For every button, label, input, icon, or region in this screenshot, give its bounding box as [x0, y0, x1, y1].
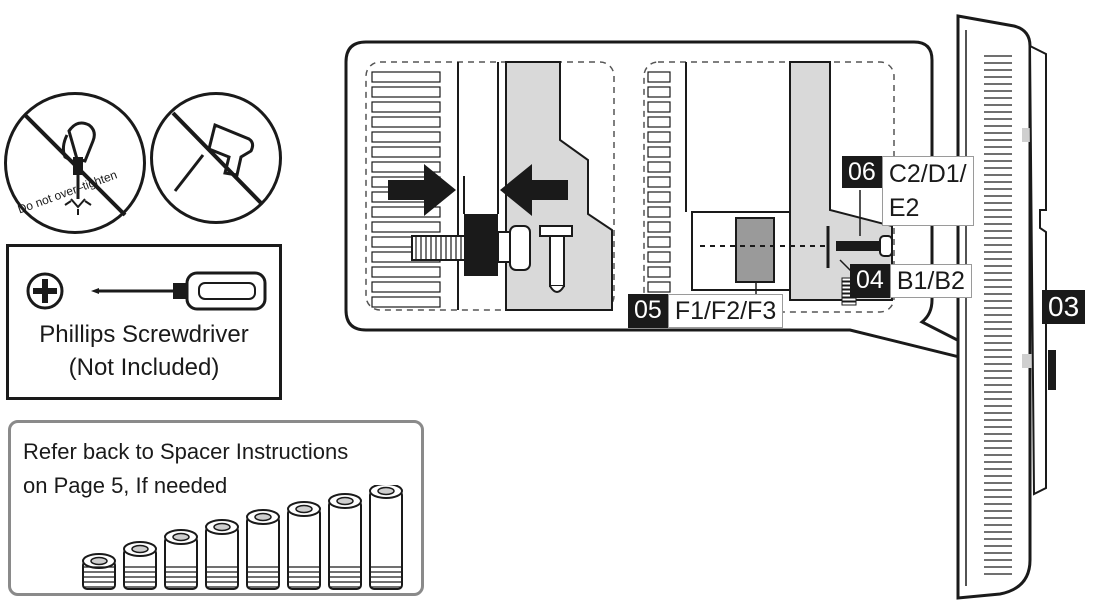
long-screw [836, 241, 882, 251]
spacer-text-line1: Refer back to Spacer Instructions [23, 439, 349, 464]
tool-requirement-box: Phillips Screwdriver (Not Included) [6, 244, 282, 400]
spacer-item [164, 529, 198, 590]
spacer-item [205, 519, 239, 590]
part-tag-06-line2: E2 [888, 194, 920, 222]
tool-note: (Not Included) [68, 354, 220, 381]
wall-bracket [1028, 44, 1047, 496]
hand-screwdriver-icon [23, 113, 127, 217]
part-tag-03: 03 [1042, 290, 1086, 324]
tool-name: Phillips Screwdriver [39, 321, 249, 348]
spacer-item [287, 501, 321, 590]
power-drill-crossed-icon [171, 111, 263, 205]
spacer-reference-box: Refer back to Spacer Instructions on Pag… [8, 420, 424, 596]
part-tag-04: 04 B1/B2 [850, 264, 972, 298]
spacer-block [735, 217, 775, 283]
spacer-item [246, 509, 280, 590]
spacer-instructions: Refer back to Spacer Instructions on Pag… [23, 435, 423, 503]
part-tag-06-line1: C2/D1/ [888, 160, 967, 188]
phillips-screwdriver-icon [26, 271, 267, 311]
part-tag-06: 06 C2/D1/ E2 [842, 156, 974, 226]
threaded-bolt [411, 214, 531, 276]
power-drill-warning [150, 92, 282, 224]
spacer-item [123, 541, 157, 590]
spacer-text-line2: on Page 5, If needed [23, 473, 228, 498]
hand-screwdriver-warning: Do not over–tighten [4, 92, 146, 234]
spacer-item [369, 485, 403, 590]
washer-screw [539, 225, 573, 293]
part-tag-05: 05 F1/F2/F3 [628, 294, 784, 328]
detail-left-frame [365, 61, 615, 311]
spacer-item [82, 553, 116, 590]
arrow-left-icon [500, 164, 568, 216]
spacer-set-illustration [82, 485, 403, 590]
arrow-right-icon [388, 164, 456, 216]
spacer-item [328, 493, 362, 590]
